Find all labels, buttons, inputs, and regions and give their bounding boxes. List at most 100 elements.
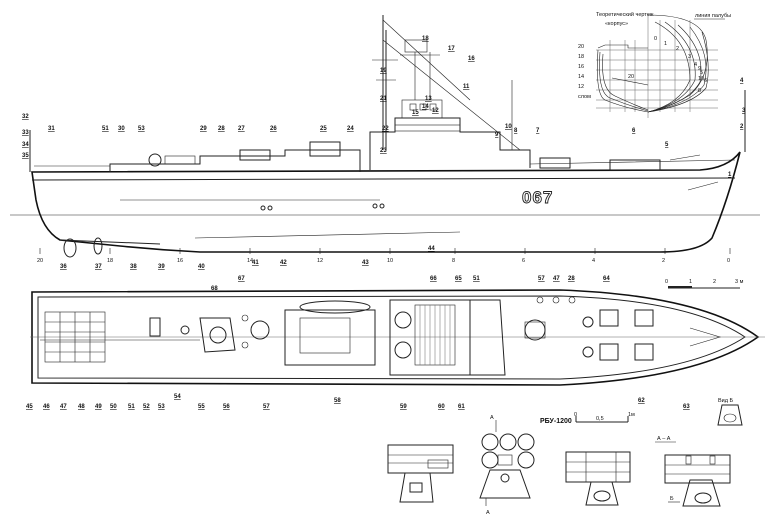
side-callout: 11 — [463, 84, 470, 90]
forward-mount — [539, 157, 571, 169]
plan-callout: 60 — [438, 404, 445, 410]
section-label: 6 — [704, 78, 707, 84]
side-callout: 38 — [130, 264, 137, 270]
hull-number: 067 — [522, 188, 553, 207]
side-callout: 18 — [422, 36, 429, 42]
callouts: 1234567810911121314151617181921222324252… — [22, 36, 746, 410]
section-mark-top: А — [490, 415, 494, 421]
side-callout: 14 — [422, 104, 429, 110]
side-callout: 17 — [448, 46, 455, 52]
frame-number: 12 — [317, 258, 323, 264]
rbu-side-view-2 — [565, 451, 631, 506]
view-b: Вид Б — [717, 398, 743, 426]
plan-scale-tick: 2 — [713, 279, 716, 285]
portholes — [260, 203, 385, 211]
plan-callout: 57 — [538, 276, 545, 282]
lines-plan-subtitle: «корпус» — [605, 21, 628, 27]
plan-callout: 28 — [568, 276, 575, 282]
frame-number: 8 — [452, 258, 455, 264]
section-label: 3 — [688, 54, 691, 60]
side-callout: 28 — [218, 126, 225, 132]
frame-number: 6 — [522, 258, 525, 264]
plan-callout: 50 — [110, 404, 117, 410]
plan-callout: 65 — [455, 276, 462, 282]
plan-callout: 52 — [143, 404, 150, 410]
frame-number: 14 — [247, 258, 253, 264]
rbu-title: РБУ-1200 — [540, 418, 572, 425]
winch-plan — [149, 317, 161, 337]
view-mark-b: Б — [670, 496, 674, 502]
plan-callout: 53 — [158, 404, 165, 410]
propeller — [93, 237, 103, 255]
side-callout: 3 — [742, 108, 746, 114]
side-callout: 9 — [495, 132, 499, 138]
hatch-round — [250, 320, 270, 340]
wheelhouse — [401, 99, 443, 119]
section-label: 0 — [654, 36, 657, 42]
section-label: 5 — [700, 70, 703, 76]
side-callout: 5 — [665, 142, 669, 148]
plan-callout: 48 — [78, 404, 85, 410]
plan-callout: 62 — [638, 398, 645, 404]
deck-line-label: линия палубы — [695, 13, 731, 19]
hull-side — [31, 151, 741, 253]
waterline-label: 16 — [578, 64, 584, 70]
winch — [148, 153, 162, 167]
frame-number: 4 — [592, 258, 595, 264]
section-label: 1 — [664, 41, 667, 47]
side-callout: 41 — [252, 260, 259, 266]
waterline-label: 9 — [698, 66, 701, 72]
plan-callout: 64 — [603, 276, 610, 282]
side-callout: 7 — [536, 128, 540, 134]
side-callout: 19 — [380, 68, 387, 74]
side-callout: 26 — [270, 126, 277, 132]
waterline-label: 10 — [698, 76, 704, 82]
rbu-scale-tick: 0 — [574, 412, 577, 418]
rbu-front-view — [479, 420, 535, 506]
side-callout: 32 — [22, 114, 29, 120]
side-callout: 27 — [238, 126, 245, 132]
side-callout: 44 — [428, 246, 435, 252]
frame-number: 18 — [107, 258, 113, 264]
side-callout: 40 — [198, 264, 205, 270]
rbu-section-aa — [664, 454, 731, 507]
side-callout: 22 — [382, 126, 389, 132]
side-callout: 29 — [200, 126, 207, 132]
plan-callout: 67 — [238, 276, 245, 282]
engine-room-casing — [284, 309, 376, 366]
side-callout: 43 — [362, 260, 369, 266]
side-callout: 42 — [280, 260, 287, 266]
exhaust-stack — [309, 141, 341, 157]
section-label: 2 — [676, 46, 679, 52]
section-mark-bottom: А — [486, 510, 490, 516]
side-callout: 51 — [102, 126, 109, 132]
plan-callout: 45 — [26, 404, 33, 410]
side-callout: 30 — [118, 126, 125, 132]
rbu-scale-tick: 1м — [628, 412, 635, 418]
boat — [299, 300, 371, 314]
side-callout: 10 — [505, 124, 512, 130]
plan-callout: 55 — [198, 404, 205, 410]
side-callout: 37 — [95, 264, 102, 270]
side-callout: 2 — [740, 124, 744, 130]
frame-number: 10 — [387, 258, 393, 264]
side-callout: 15 — [412, 110, 419, 116]
rbu-scale-tick: 0,5 — [596, 416, 604, 422]
stern-gear — [40, 311, 200, 363]
rudder — [63, 238, 77, 258]
frame-number: 0 — [727, 258, 730, 264]
lines-plan-title: Теоретический чертеж — [596, 11, 654, 18]
view-b-title: Вид Б — [718, 398, 733, 404]
side-callout: 21 — [380, 96, 387, 102]
propeller-shaft — [59, 239, 161, 245]
bridge-plan — [389, 299, 471, 376]
rbu-1200-details: РБУ-1200 0 0,5 1м А А — [387, 412, 731, 516]
plan-callout: 51 — [473, 276, 480, 282]
plan-callout: 57 — [263, 404, 270, 410]
rbu-scale-bar: 0 0,5 1м — [574, 412, 635, 423]
radar-antenna — [404, 39, 428, 53]
side-callout: 39 — [158, 264, 165, 270]
side-callout: 1 — [728, 172, 732, 178]
